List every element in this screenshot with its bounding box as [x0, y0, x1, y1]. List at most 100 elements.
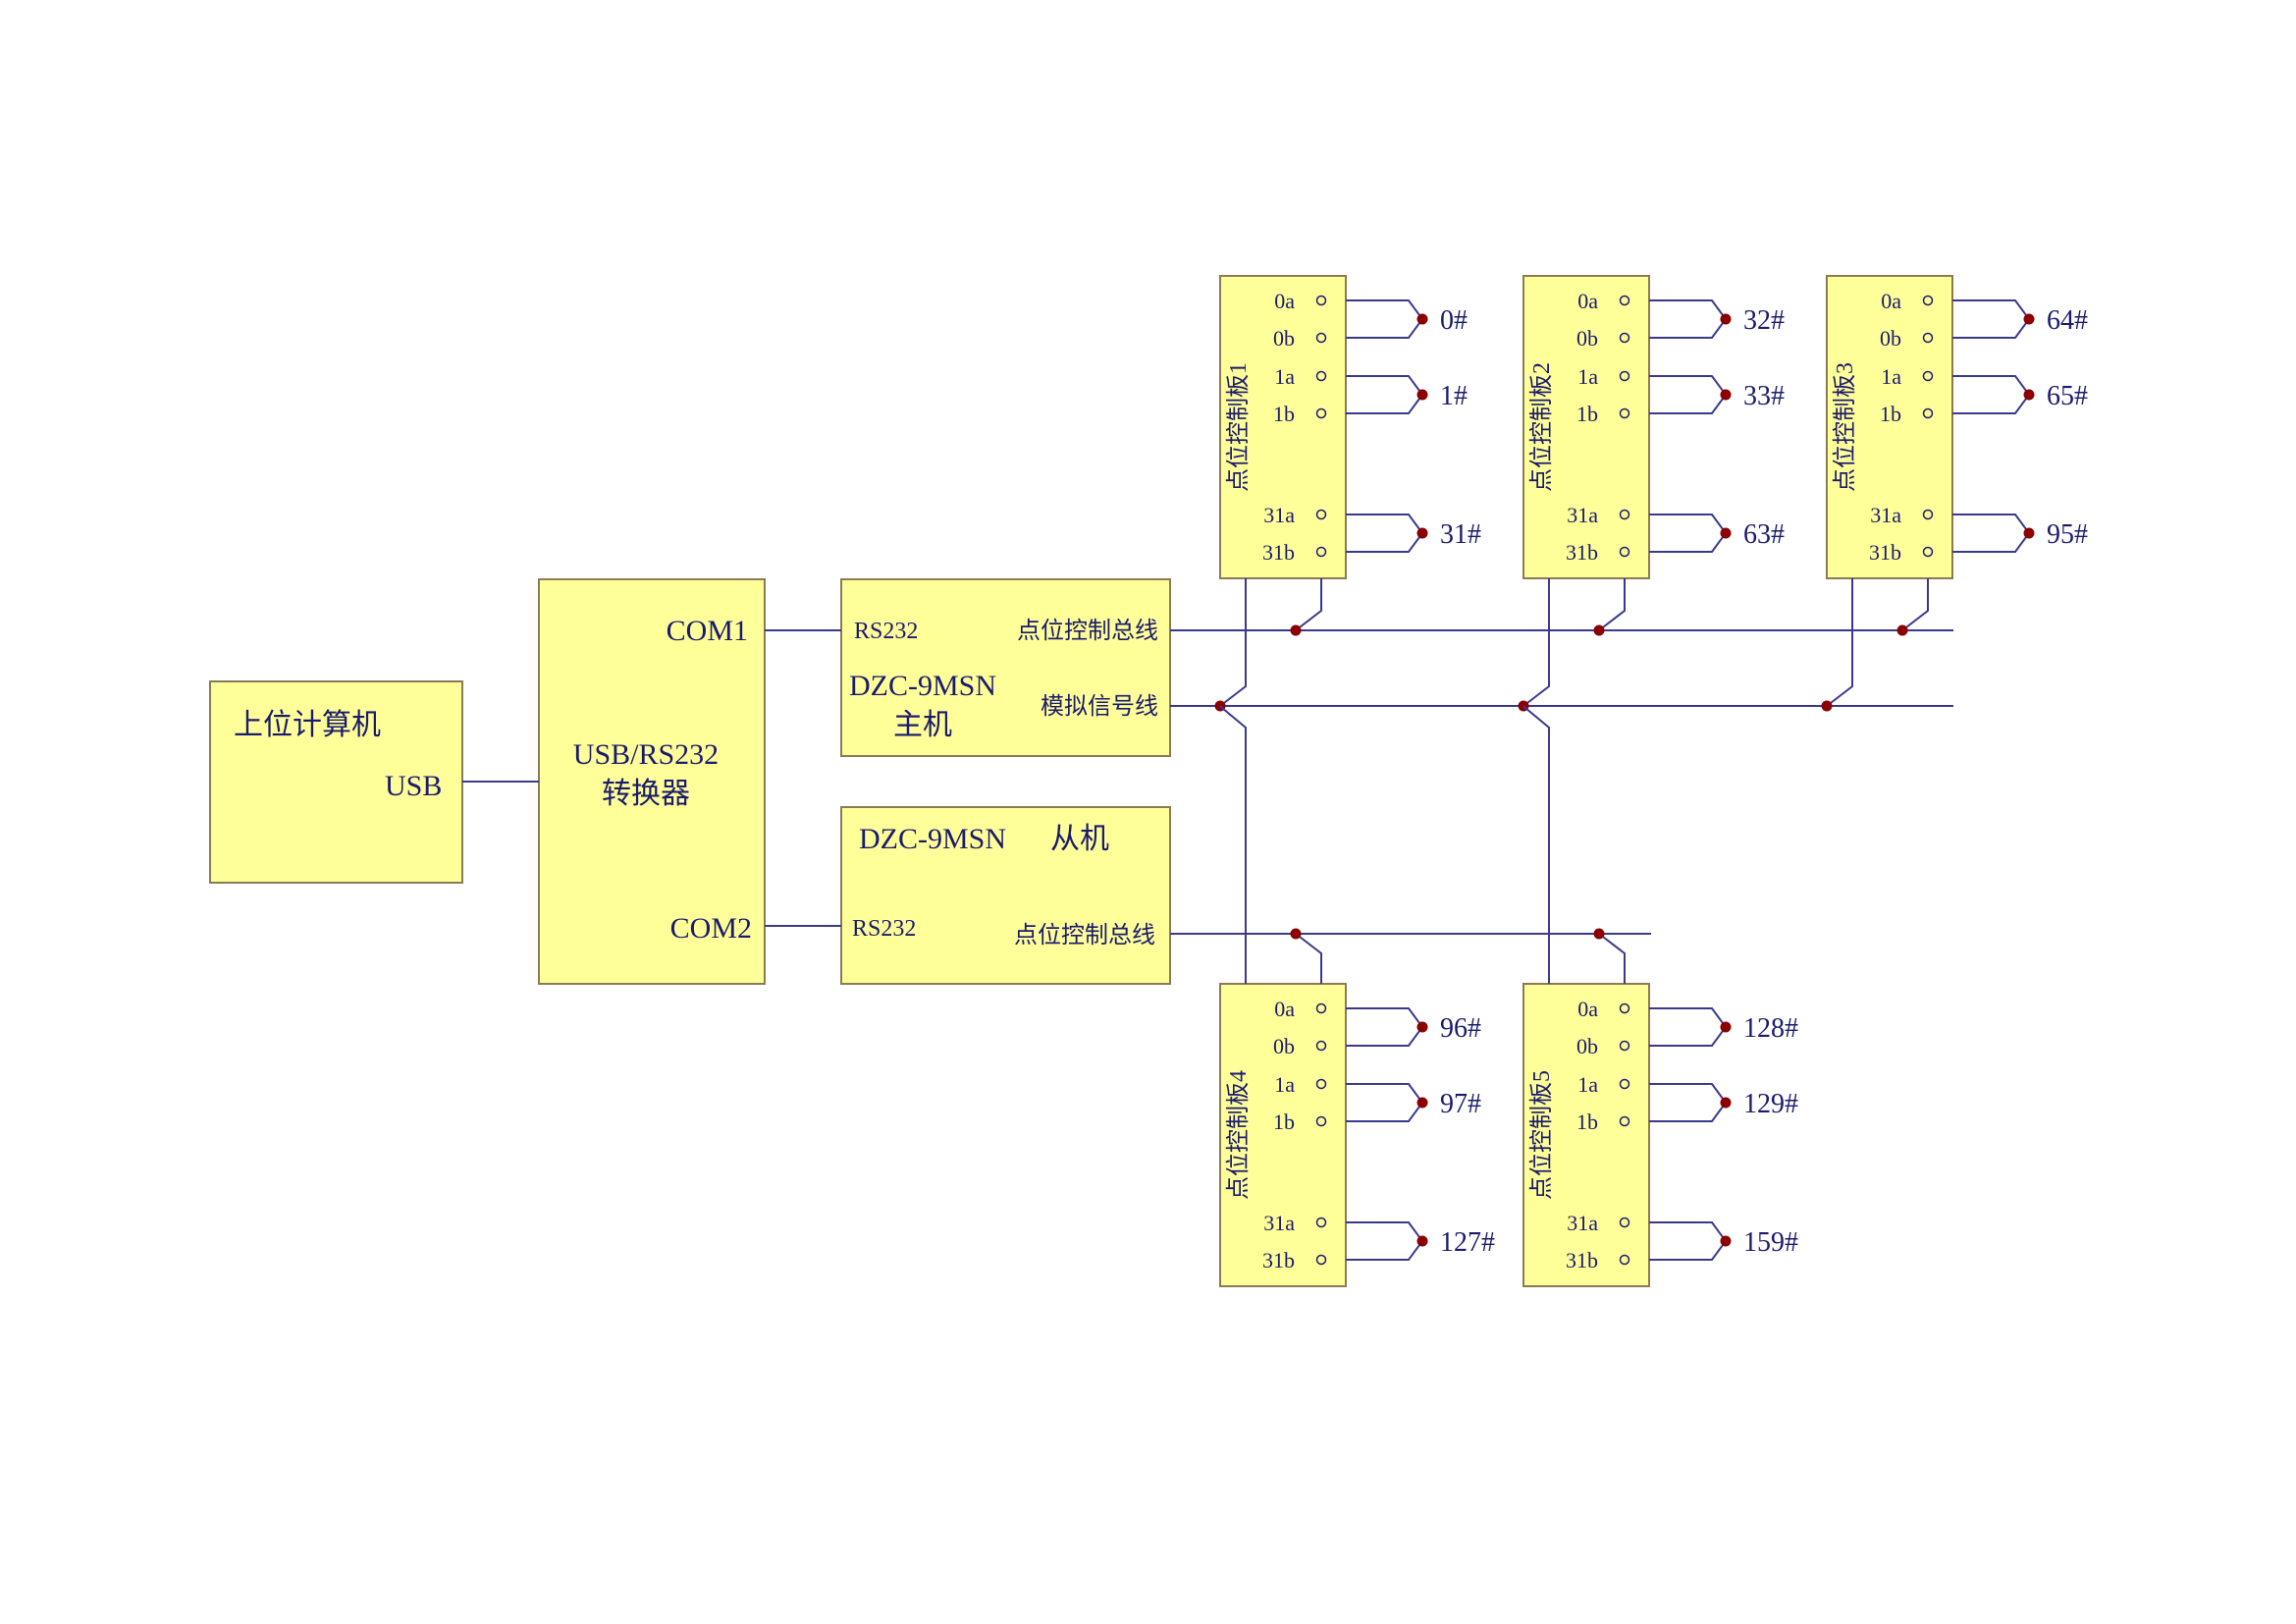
- pin-terminal: [1922, 332, 1934, 344]
- pin-terminal: [1922, 370, 1934, 382]
- pin-terminal: [1619, 1002, 1630, 1014]
- pin-terminal: [1922, 509, 1934, 520]
- output-pair-wire: [1649, 375, 1728, 414]
- pin-label: 1b: [1576, 1110, 1598, 1134]
- bus-junction: [1593, 928, 1605, 940]
- pin-terminal: [1619, 1254, 1630, 1266]
- board-body: [1219, 983, 1347, 1287]
- output-pair-wire: [1952, 299, 2031, 339]
- pin-terminal: [1619, 1078, 1630, 1090]
- analog-tap-wire: [1522, 578, 1550, 707]
- master-bus-label: 点位控制总线: [1017, 618, 1158, 644]
- pin-label: 1a: [1577, 1072, 1598, 1097]
- pin-terminal: [1922, 295, 1934, 306]
- pin-terminal: [1315, 546, 1327, 558]
- pin-label: 1a: [1577, 364, 1598, 389]
- pin-terminal: [1315, 509, 1327, 520]
- output-label: 159#: [1743, 1227, 1798, 1258]
- pc-block: 上位计算机 USB: [209, 680, 463, 884]
- pin-terminal: [1315, 1002, 1327, 1014]
- pin-label: 0b: [1273, 1034, 1295, 1058]
- converter-block: USB/RS232 转换器 COM1 COM2: [538, 578, 766, 985]
- board-title: 点位控制板1: [1225, 362, 1252, 492]
- pin-label: 31b: [1566, 1248, 1598, 1272]
- output-node: [1416, 1235, 1428, 1247]
- output-pair-wire: [1346, 375, 1424, 414]
- output-pair-wire: [1346, 1083, 1424, 1122]
- bus-junction: [1593, 624, 1605, 636]
- output-node: [1720, 1097, 1732, 1109]
- pin-terminal: [1619, 509, 1630, 520]
- pin-label: 31a: [1263, 1211, 1295, 1235]
- slave-name: DZC-9MSN: [859, 823, 1006, 855]
- pin-label: 1b: [1880, 402, 1901, 426]
- master-analog-label: 模拟信号线: [1041, 693, 1158, 720]
- bus-junction: [1290, 928, 1302, 940]
- pin-label: 1a: [1881, 364, 1901, 389]
- output-label: 95#: [2047, 519, 2088, 550]
- output-pair-wire: [1346, 1007, 1424, 1047]
- output-node: [2023, 389, 2035, 401]
- analog-tap-wire: [1219, 578, 1247, 707]
- pin-terminal: [1619, 546, 1630, 558]
- pin-terminal: [1619, 295, 1630, 306]
- output-node: [1416, 1021, 1428, 1033]
- output-pair-wire: [1346, 514, 1424, 553]
- converter-com2: COM2: [670, 912, 752, 945]
- pin-terminal: [1315, 1254, 1327, 1266]
- converter-com1: COM1: [667, 615, 748, 647]
- pin-label: 31a: [1870, 503, 1901, 527]
- pin-terminal: [1619, 370, 1630, 382]
- bus-tap-wire: [1901, 578, 1929, 631]
- analog-tap-wire: [1219, 705, 1247, 984]
- master-name-line2: 主机: [893, 709, 952, 741]
- output-label: 96#: [1440, 1013, 1481, 1044]
- master-rs232: RS232: [854, 619, 918, 644]
- pin-terminal: [1619, 1115, 1630, 1127]
- pin-label: 0a: [1881, 289, 1901, 313]
- pin-label: 0a: [1577, 997, 1598, 1021]
- output-node: [1416, 527, 1428, 539]
- pin-terminal: [1619, 1040, 1630, 1052]
- output-label: 63#: [1743, 519, 1785, 550]
- pin-terminal: [1315, 1217, 1327, 1228]
- board-title: 点位控制板3: [1832, 362, 1858, 492]
- pin-terminal: [1315, 1115, 1327, 1127]
- bus-junction: [1290, 624, 1302, 636]
- pin-label: 31b: [1262, 540, 1295, 565]
- output-pair-wire: [1346, 299, 1424, 339]
- board-body: [1522, 275, 1650, 579]
- pin-terminal: [1315, 1078, 1327, 1090]
- output-node: [2023, 313, 2035, 325]
- board-title: 点位控制板4: [1225, 1070, 1252, 1200]
- output-pair-wire: [1649, 1083, 1728, 1122]
- board-body: [1826, 275, 1953, 579]
- pin-label: 0b: [1880, 326, 1901, 351]
- output-pair-wire: [1952, 375, 2031, 414]
- pin-label: 31b: [1566, 540, 1598, 565]
- converter-title-line2: 转换器: [602, 778, 690, 810]
- pin-label: 0b: [1576, 326, 1598, 351]
- pin-terminal: [1315, 332, 1327, 344]
- pin-label: 1b: [1576, 402, 1598, 426]
- slave-role: 从机: [1050, 823, 1109, 855]
- bus-tap-wire: [1598, 578, 1626, 631]
- output-pair-wire: [1649, 1007, 1728, 1047]
- slave-block: DZC-9MSN 从机 RS232 点位控制总线: [840, 806, 1171, 985]
- bus-junction: [1896, 624, 1908, 636]
- pin-label: 1b: [1273, 1110, 1295, 1134]
- output-node: [1720, 527, 1732, 539]
- output-label: 64#: [2047, 305, 2088, 336]
- pin-label: 0a: [1274, 997, 1295, 1021]
- pin-label: 0b: [1273, 326, 1295, 351]
- pin-terminal: [1619, 332, 1630, 344]
- board-title: 点位控制板5: [1528, 1070, 1555, 1200]
- pin-label: 1a: [1274, 364, 1295, 389]
- pin-label: 1b: [1273, 402, 1295, 426]
- output-node: [1416, 389, 1428, 401]
- board-title: 点位控制板2: [1528, 362, 1555, 492]
- pin-terminal: [1619, 1217, 1630, 1228]
